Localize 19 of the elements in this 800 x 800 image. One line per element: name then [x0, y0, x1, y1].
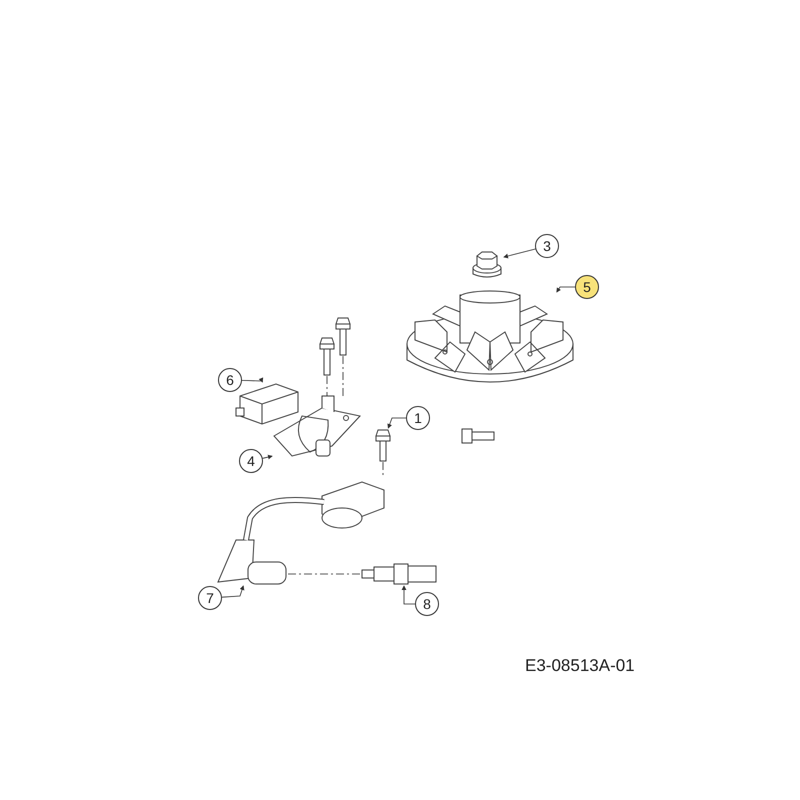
- callout-number: 8: [415, 592, 439, 616]
- nut-drawing: [470, 250, 504, 280]
- leader-line: [242, 377, 264, 383]
- callout-number: 3: [535, 234, 559, 258]
- spark-plug-drawing: [360, 562, 438, 586]
- leader-line: [503, 248, 536, 258]
- drawing-number: E3-08513A-01: [525, 656, 635, 676]
- leader-line: [387, 418, 406, 429]
- callout-number: 6: [218, 368, 242, 392]
- callout-number: 5: [575, 275, 599, 299]
- callout-number: 4: [239, 449, 263, 473]
- callout-number: 7: [198, 586, 222, 610]
- leader-line: [222, 585, 244, 598]
- center-line: [326, 376, 328, 396]
- leader-line: [402, 585, 416, 604]
- center-line: [342, 356, 344, 396]
- callout-number: 1: [406, 406, 430, 430]
- leader-line: [556, 286, 576, 293]
- leader-line: [262, 454, 273, 460]
